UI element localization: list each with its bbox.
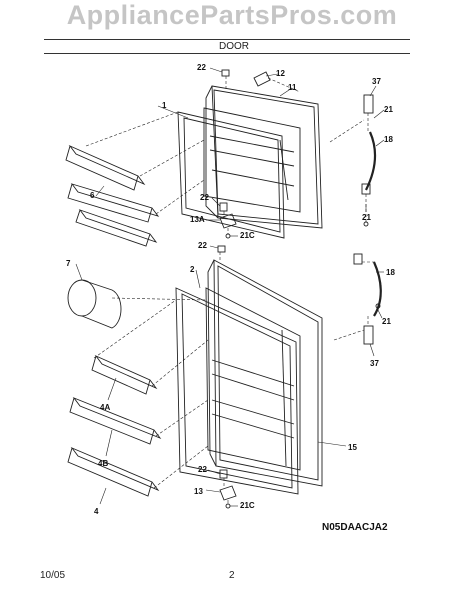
callout-37: 37 <box>370 359 379 368</box>
callout-11: 11 <box>288 83 297 92</box>
fresh-food-shelf-bins <box>67 354 162 497</box>
callout-4A: 4A <box>100 403 110 412</box>
callout-15: 15 <box>348 443 357 452</box>
egg-bin <box>67 279 122 329</box>
freezer-shelf-bins <box>65 144 160 247</box>
callout-4B: 4B <box>98 459 108 468</box>
callout-18: 18 <box>386 268 395 277</box>
callout-7: 7 <box>66 259 71 268</box>
fresh-food-door-outer-panel <box>207 259 323 487</box>
callout-6: 6 <box>90 191 95 200</box>
callout-4: 4 <box>94 507 99 516</box>
watermark: AppliancePartsPros.com <box>66 0 398 30</box>
callout-21C: 21C <box>240 501 255 510</box>
callout-21C: 21C <box>240 231 255 240</box>
callout-22: 22 <box>198 465 207 474</box>
callout-2: 2 <box>190 265 195 274</box>
callout-1: 1 <box>162 101 167 110</box>
callout-22: 22 <box>197 63 206 72</box>
callout-21: 21 <box>362 213 371 222</box>
fresh-food-handle <box>353 253 382 345</box>
fresh-food-door-gasket <box>175 287 299 495</box>
freezer-assembly-lines <box>85 76 369 234</box>
callout-22: 22 <box>198 241 207 250</box>
footer-date: 10/05 <box>40 570 66 581</box>
leader-lines <box>75 67 385 507</box>
footer-page-number: 2 <box>229 570 235 581</box>
freezer-door-liner <box>203 107 301 213</box>
header-rule-bottom <box>44 53 410 54</box>
header-rule-top <box>44 39 410 40</box>
callout-22: 22 <box>200 193 209 202</box>
callout-labels: 22 12 11 37 21 18 1 6 22 13A 21C 21 22 7… <box>66 63 395 516</box>
freezer-hinge-parts <box>219 69 369 239</box>
section-title: DOOR <box>219 41 249 52</box>
callout-21: 21 <box>384 105 393 114</box>
callout-12: 12 <box>276 69 285 78</box>
fresh-food-hinge-parts <box>217 245 381 509</box>
callout-21: 21 <box>382 317 391 326</box>
freezer-door-gasket <box>177 111 285 239</box>
callout-13A: 13A <box>190 215 205 224</box>
callout-13: 13 <box>194 487 203 496</box>
fresh-food-assembly-lines <box>93 252 376 504</box>
callout-37: 37 <box>372 77 381 86</box>
freezer-door-outer-panel <box>205 85 323 229</box>
diagram-code: N05DAACJA2 <box>322 522 388 533</box>
fresh-food-door-liner <box>205 287 301 471</box>
freezer-handle <box>361 94 376 195</box>
callout-18: 18 <box>384 135 393 144</box>
